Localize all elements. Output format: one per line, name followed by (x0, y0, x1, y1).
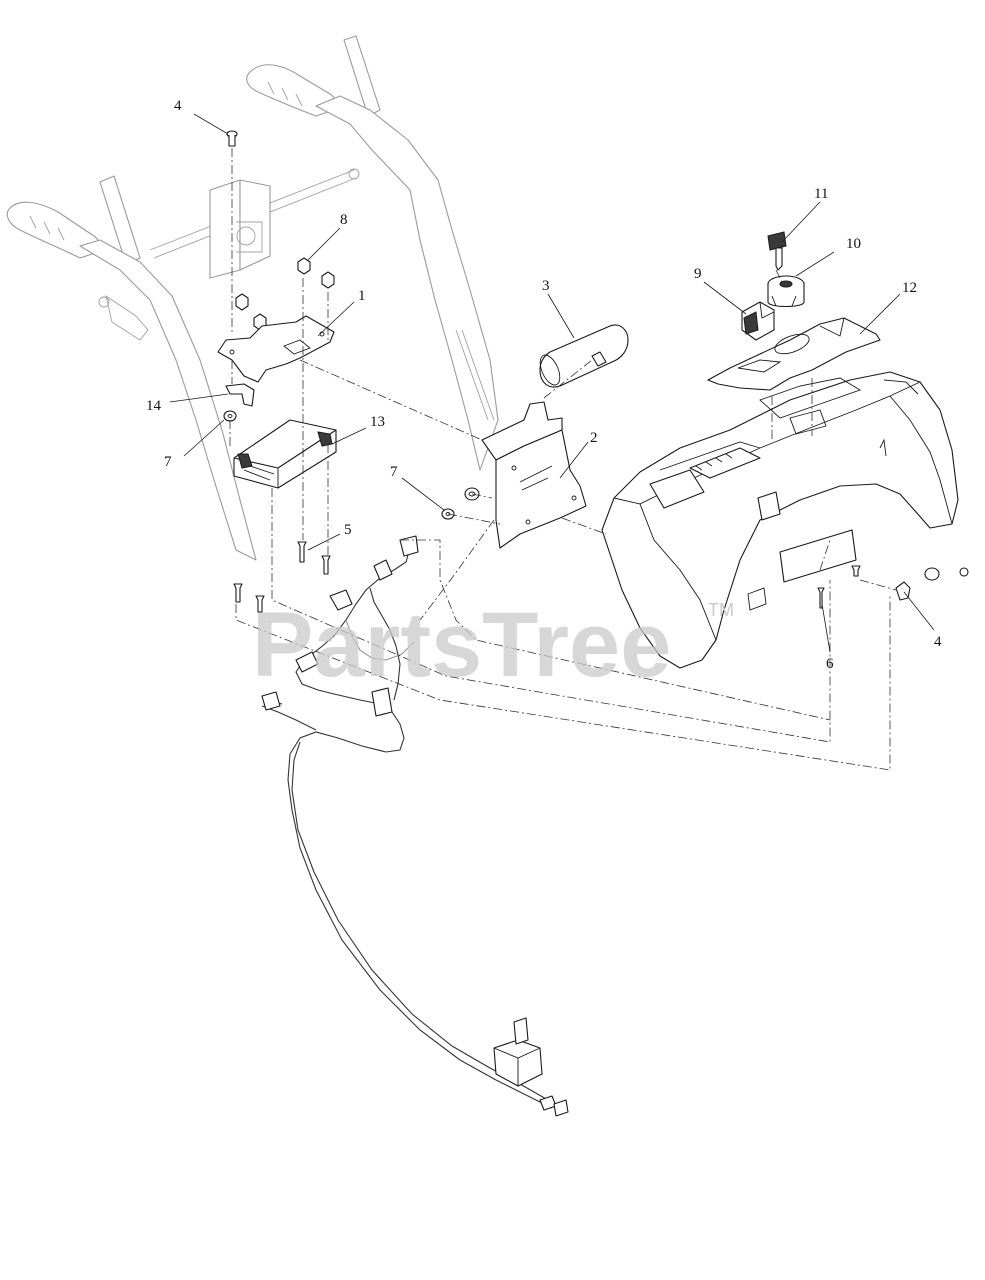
part-11-key (767, 231, 787, 271)
callout-9: 9 (694, 266, 702, 282)
watermark: PartsTree TM (252, 594, 734, 696)
cable-bracket (209, 179, 271, 279)
part-8-nuts (235, 257, 335, 331)
part-6-screw (817, 565, 861, 609)
callout-7-middle: 7 (390, 464, 398, 480)
part-4-screw-top (226, 130, 238, 147)
assembly-lines (229, 148, 897, 771)
wiring-harness (261, 535, 569, 1117)
part-3-battery (539, 324, 629, 388)
part-13-control-module (233, 419, 337, 489)
callout-1: 1 (358, 288, 366, 304)
callout-4-top: 4 (174, 98, 182, 114)
leader-lines (169, 113, 935, 653)
callout-10: 10 (846, 236, 861, 252)
part-7-washer-middle (441, 487, 480, 520)
watermark-text: PartsTree (252, 594, 671, 696)
part-10-ignition-switch (767, 275, 805, 308)
handlebar-assembly (6, 35, 499, 561)
part-5-screws (233, 541, 331, 613)
callout-2: 2 (590, 430, 598, 446)
callout-12: 12 (902, 280, 917, 296)
part-7-washer-left (223, 410, 237, 422)
console-housing (601, 371, 959, 669)
callout-13: 13 (370, 414, 385, 430)
part-12-dash-panel (707, 317, 881, 391)
callout-7-left: 7 (164, 454, 172, 470)
callout-14: 14 (146, 398, 162, 414)
part-1-bracket-plate (217, 315, 335, 383)
watermark-trademark: TM (708, 600, 734, 620)
callout-8: 8 (340, 212, 348, 228)
callout-labels: 4 8 1 14 7 13 5 7 3 2 11 10 9 12 6 4 (146, 98, 942, 672)
callout-6: 6 (826, 656, 834, 672)
part-2-mounting-plate (481, 401, 587, 549)
callout-11: 11 (814, 186, 828, 202)
callout-4-right: 4 (934, 634, 942, 650)
callout-5: 5 (344, 522, 352, 538)
part-9-switch (741, 301, 775, 341)
callout-3: 3 (542, 278, 550, 294)
part-14-clip (225, 383, 255, 407)
